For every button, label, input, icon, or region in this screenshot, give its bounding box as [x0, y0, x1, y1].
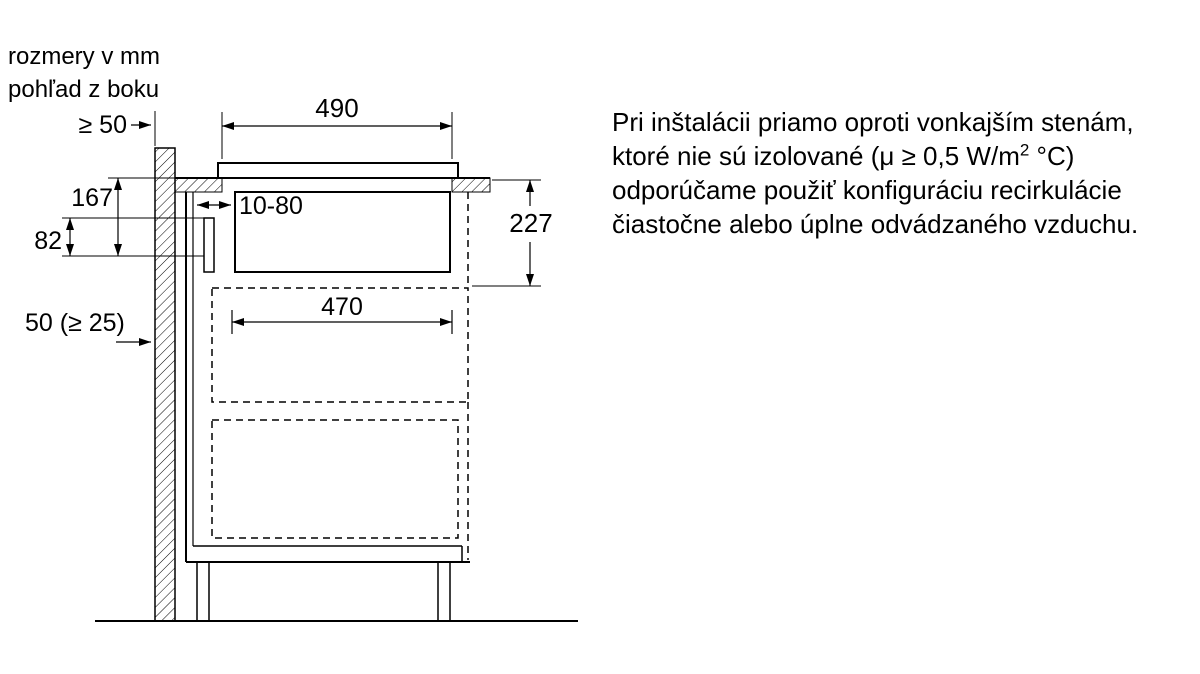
installation-note: Pri inštalácii priamo oproti vonkajším s… — [612, 105, 1192, 241]
dim-cutout-width-label: 470 — [321, 293, 363, 321]
hob-top — [217, 162, 459, 179]
note-line-3: odporúčame použiť konfiguráciu recirkulá… — [612, 175, 1122, 205]
air-duct — [203, 217, 215, 273]
dim-hob-width — [221, 112, 453, 159]
note-line-1: Pri inštalácii priamo oproti vonkajším s… — [612, 107, 1134, 137]
dim-hob-width-label: 490 — [315, 93, 358, 123]
dim-box-height — [472, 179, 541, 287]
upper-clearance-zone — [211, 287, 469, 403]
clearance-zones — [211, 192, 469, 560]
view-label: pohľad z boku — [8, 76, 160, 103]
dim-gap-range-label: 10-80 — [239, 192, 303, 220]
dim-duct-height — [62, 217, 204, 257]
dim-wall-clearance-label: ≥ 50 — [79, 111, 127, 139]
dim-base-clearance-label: 50 (≥ 25) — [25, 309, 125, 337]
dim-cutout-width — [231, 310, 453, 334]
lower-clearance-zone — [211, 419, 459, 539]
dim-wall-clearance — [131, 111, 156, 146]
dim-duct-height-label: 82 — [34, 227, 62, 255]
note-line-4: čiastočne alebo úplne odvádzaného vzduch… — [612, 209, 1139, 239]
drawing-header: rozmery v mm pohľad z boku — [8, 40, 160, 106]
worktop — [174, 177, 491, 193]
downdraft-unit — [234, 191, 451, 273]
dim-box-height-label: 227 — [509, 208, 552, 238]
dim-depth-167 — [108, 177, 175, 256]
superscript-2: 2 — [1019, 140, 1030, 160]
cabinet-outline — [185, 192, 470, 621]
wall-section — [95, 147, 578, 622]
installation-diagram: ≥ 50 490 167 82 10-80 — [25, 93, 578, 622]
dim-depth-167-label: 167 — [71, 184, 113, 212]
note-line-2: ktoré nie sú izolované (μ ≥ 0,5 W/m2 °C) — [612, 140, 1075, 171]
units-label: rozmery v mm — [8, 43, 160, 70]
